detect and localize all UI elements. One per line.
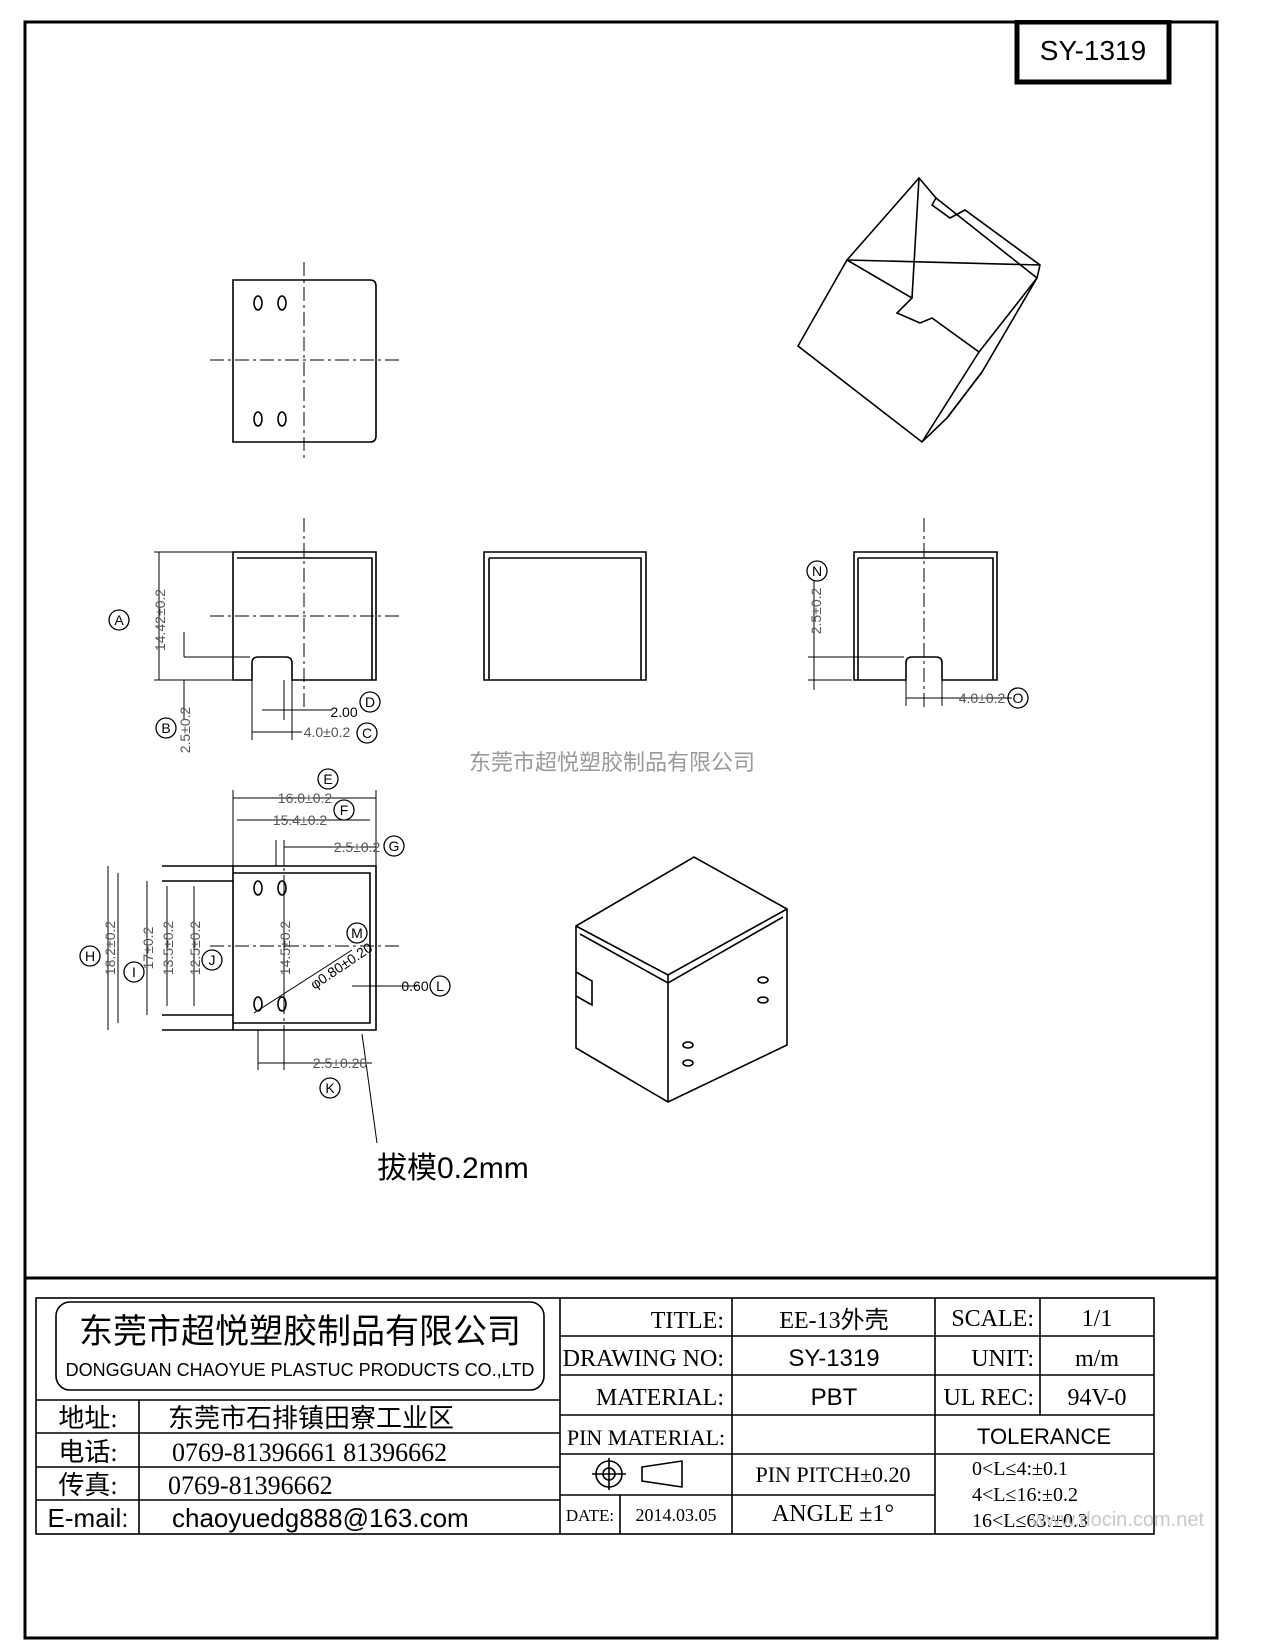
unit-label: UNIT:: [971, 1346, 1034, 1372]
pin-material-label: PIN MATERIAL:: [567, 1425, 725, 1450]
dim-n-text: 2.5±0.2: [808, 587, 824, 634]
letter-l: L: [436, 978, 444, 994]
dim-l-text: 0.60: [401, 978, 428, 994]
date-label: DATE:: [566, 1506, 614, 1525]
dim-k-text: 2.5±0.20: [313, 1055, 368, 1071]
letter-k: K: [325, 1080, 335, 1096]
dim-m2-text: φ0.80±0.20: [307, 939, 375, 992]
address-value: 东莞市石排镇田寮工业区: [168, 1404, 454, 1433]
dim-o-text: 4.0±0.2: [959, 690, 1006, 706]
dim-j-text: 13.5±0.2: [160, 921, 176, 976]
pin-pitch: PIN PITCH±0.20: [755, 1462, 910, 1487]
fax-value: 0769-81396662: [168, 1471, 333, 1500]
draft-note: 拔模0.2mm: [377, 1152, 529, 1185]
dim-i-text: 17±0.2: [140, 926, 156, 969]
title-block-grid: [35, 1297, 1155, 1535]
tolerance-range-1: 0<L≤4:±0.1: [972, 1458, 1068, 1480]
company-name-en: DONGGUAN CHAOYUE PLASTUC PRODUCTS CO.,LT…: [66, 1360, 535, 1380]
phone-label: 电话:: [58, 1438, 117, 1467]
dim-c-text: 4.0±0.2: [304, 724, 351, 740]
phone-value: 0769-81396661 81396662: [172, 1438, 447, 1467]
material-label: MATERIAL:: [596, 1385, 724, 1411]
tolerance-range-3: 16<L≤63:±0.3: [972, 1510, 1088, 1532]
side-view: [483, 551, 647, 681]
drawing-no-value: SY-1319: [788, 1345, 879, 1372]
letter-c: C: [362, 725, 372, 741]
tolerance-range-2: 4<L≤16:±0.2: [972, 1484, 1078, 1506]
tolerance-label: TOLERANCE: [977, 1424, 1111, 1449]
corner-watermark: www.docin.com.net: [1031, 1509, 1205, 1531]
letter-g: G: [389, 838, 400, 854]
isometric-view-open: [796, 176, 1041, 444]
dim-b-text: 2.5±0.2: [177, 706, 193, 753]
fax-label: 传真:: [58, 1471, 117, 1500]
email-value: chaoyuedg888@163.com: [172, 1503, 469, 1533]
drawing-sheet: SY-1319: [22, 20, 1222, 1642]
scale-value: 1/1: [1082, 1306, 1113, 1332]
letter-h: H: [85, 948, 95, 964]
dim-h-text: 18.2±0.2: [102, 921, 118, 976]
company-name-cn: 东莞市超悦塑胶制品有限公司: [79, 1313, 521, 1351]
letter-b: B: [161, 720, 170, 736]
date-value: 2014.03.05: [636, 1505, 717, 1525]
dim-m-text: 14.5±0.2: [277, 921, 293, 976]
title-label: TITLE:: [651, 1308, 724, 1334]
material-value: PBT: [811, 1384, 858, 1411]
angle-tolerance: ANGLE ±1°: [772, 1501, 894, 1527]
dim-e-text: 16.0±0.2: [278, 790, 333, 806]
ul-label: UL REC:: [944, 1385, 1034, 1411]
dim-g-text: 2.5±0.2: [334, 839, 381, 855]
drawing-code: SY-1319: [1040, 35, 1146, 66]
dim-d-text: 2.00: [330, 704, 357, 720]
dim-f-text: 15.4±0.2: [273, 812, 328, 828]
front-view: [210, 518, 400, 710]
letter-e: E: [323, 771, 332, 787]
ul-value: 94V-0: [1067, 1385, 1126, 1411]
letter-m: M: [351, 925, 363, 941]
top-view: [210, 262, 400, 460]
letter-n: N: [812, 563, 822, 579]
letter-j: J: [209, 952, 216, 968]
title-value: EE-13外壳: [779, 1307, 888, 1334]
letter-f: F: [340, 802, 349, 818]
dim-j2-text: 12.5±0.2: [187, 921, 203, 976]
email-label: E-mail:: [48, 1503, 129, 1533]
letter-o: O: [1013, 690, 1024, 706]
bottom-view: [162, 850, 400, 1050]
isometric-view-box: [575, 856, 788, 1103]
dim-a-text: 14.42±0.2: [152, 589, 168, 651]
letter-i: I: [132, 964, 136, 980]
drawing-no-label: DRAWING NO:: [563, 1346, 724, 1372]
address-label: 地址:: [58, 1404, 117, 1433]
drawing-canvas: SY-1319: [23, 20, 1219, 1640]
scale-label: SCALE:: [951, 1306, 1034, 1332]
unit-value: m/m: [1075, 1346, 1119, 1372]
letter-a: A: [114, 612, 124, 628]
letter-d: D: [365, 694, 375, 710]
watermark-company: 东莞市超悦塑胶制品有限公司: [469, 750, 755, 775]
right-view: [853, 518, 998, 710]
